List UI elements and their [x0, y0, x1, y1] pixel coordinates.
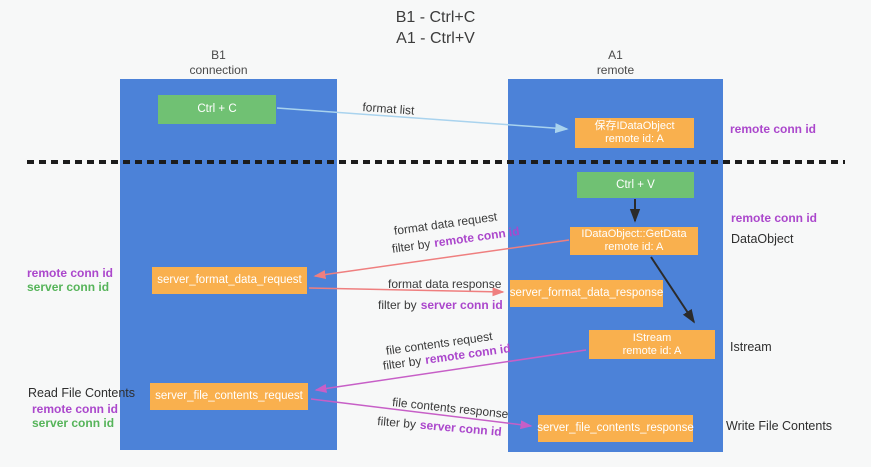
annotation-istream: Istream: [730, 340, 772, 354]
node-idataobject-getdata: IDataObject::GetData remote id: A: [570, 227, 698, 255]
node-label: Ctrl + C: [197, 103, 237, 115]
node-label: Ctrl + V: [616, 178, 655, 191]
title-line-2: A1 - Ctrl+V: [396, 30, 475, 47]
node-istream: IStream remote id: A: [589, 330, 715, 359]
node-sublabel: remote id: A: [604, 241, 664, 253]
server-conn-id-text: server conn id: [420, 298, 503, 312]
lane-subtitle: connection: [189, 63, 248, 77]
annotation-server-conn-id: server conn id: [32, 416, 115, 430]
node-label: 保存IDataObject: [594, 120, 675, 132]
node-label: server_file_contents_response: [537, 422, 694, 434]
lane-subtitle: remote: [596, 63, 635, 77]
page-title: B1 - Ctrl+C A1 - Ctrl+V: [0, 7, 871, 49]
edge-label-format-list: format list: [362, 100, 415, 118]
node-ctrl-v: Ctrl + V: [577, 172, 694, 198]
node-server-format-data-response: server_format_data_response: [510, 280, 663, 307]
annotation-dataobject: DataObject: [731, 232, 794, 246]
title-line-1: B1 - Ctrl+C: [395, 9, 476, 26]
lane-header-b1: B1 connection: [110, 48, 327, 78]
annotation-remote-conn-id: remote conn id: [27, 266, 114, 280]
node-label: server_format_data_response: [509, 287, 664, 299]
lane-title: B1: [211, 48, 226, 62]
node-label: server_format_data_request: [157, 274, 302, 286]
node-ctrl-c: Ctrl + C: [158, 95, 276, 124]
node-sublabel: remote id: A: [605, 133, 664, 145]
lane-header-a1: A1 remote: [508, 48, 723, 78]
lane-title: A1: [608, 48, 623, 62]
node-sublabel: remote id: A: [622, 344, 682, 357]
node-label: IStream: [632, 331, 672, 344]
node-save-idataobject: 保存IDataObject remote id: A: [575, 118, 694, 148]
filter-by-text: filter by: [391, 236, 432, 256]
annotation-read-file-contents: Read File Contents: [28, 386, 136, 400]
node-server-format-data-request: server_format_data_request: [152, 267, 307, 294]
filter-by-text: filter by: [378, 298, 417, 312]
annotation-write-file-contents: Write File Contents: [726, 419, 833, 433]
node-label: IDataObject::GetData: [581, 228, 687, 240]
filter-by-text: filter by: [376, 414, 417, 432]
annotation-remote-conn-id: remote conn id: [730, 122, 817, 136]
annotation-remote-conn-id: remote conn id: [32, 402, 119, 416]
node-server-file-contents-request: server_file_contents_request: [150, 383, 308, 410]
node-server-file-contents-response: server_file_contents_response: [537, 415, 694, 442]
node-label: server_file_contents_request: [155, 390, 303, 402]
annotation-server-conn-id: server conn id: [27, 280, 110, 294]
server-conn-id-text: server conn id: [419, 417, 503, 439]
annotation-remote-conn-id: remote conn id: [731, 211, 818, 225]
edge-label-format-data-response: format data response: [388, 277, 502, 291]
